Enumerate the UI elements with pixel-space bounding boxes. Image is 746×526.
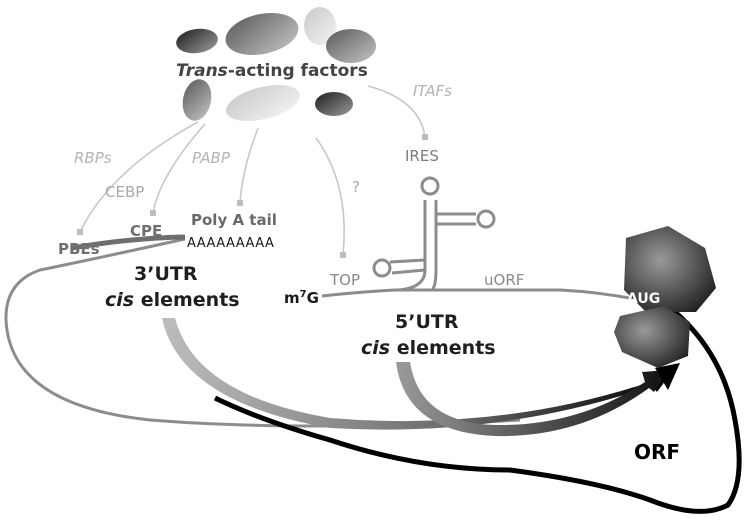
utr5-label-line1: 5’UTR xyxy=(395,311,459,333)
connector-end xyxy=(422,134,428,140)
ires-loop xyxy=(476,209,496,229)
connector-ends xyxy=(77,134,428,258)
ires-arm-right xyxy=(436,212,476,226)
connector-pabp xyxy=(239,127,259,204)
ires-structure xyxy=(372,176,496,292)
ires-loop xyxy=(420,176,440,196)
itafs-label: ITAFs xyxy=(413,82,452,100)
utr3-label-line1: 3’UTR xyxy=(134,263,198,285)
connector-end xyxy=(237,200,243,206)
rbps-label: RBPs xyxy=(74,149,112,167)
connector-itafs xyxy=(367,85,426,138)
cpe-label: CPE xyxy=(130,222,162,240)
arrow-head xyxy=(655,363,680,390)
ires-loop xyxy=(372,258,392,278)
poly-a-tail-label: Poly A tail xyxy=(191,211,277,229)
ires-label: IRES xyxy=(405,147,439,165)
factor-blob xyxy=(176,28,218,54)
connector-end xyxy=(150,210,156,216)
utr3-elements-region xyxy=(71,234,186,251)
aug-label: AUG xyxy=(627,291,660,307)
m7g-cap-label: m7G xyxy=(284,289,319,307)
factor-blob xyxy=(304,7,336,45)
connector-question xyxy=(315,137,345,256)
factor-blob xyxy=(315,92,353,116)
orf-label: ORF xyxy=(634,440,680,464)
connector-end xyxy=(77,229,83,235)
utr5-label-line2: cis elements xyxy=(361,337,496,359)
poly-a-sequence: AAAAAAAAA xyxy=(187,236,274,251)
trans-acting-factors-cluster xyxy=(176,7,376,122)
connector-rbps xyxy=(79,121,199,233)
factor-blob xyxy=(225,84,301,122)
ribosome-small-subunit xyxy=(614,306,690,368)
ribosome xyxy=(614,226,716,368)
cebp-label: CEBP xyxy=(105,183,144,201)
ires-arm-left xyxy=(389,258,426,275)
question-label: ? xyxy=(352,178,360,196)
uorf-label: uORF xyxy=(484,271,524,289)
orf-line xyxy=(213,297,742,514)
ribosome-large-subunit xyxy=(624,226,716,312)
factor-blob xyxy=(326,29,376,63)
connectors xyxy=(79,85,426,256)
mrna-5utr-line xyxy=(321,288,641,302)
factor-blob xyxy=(225,12,299,56)
factor-blob xyxy=(182,79,212,121)
ires-stem xyxy=(397,200,427,292)
ires-stem xyxy=(430,200,438,292)
connector-cebp xyxy=(152,123,206,214)
pabp-label: PABP xyxy=(192,149,231,167)
pbes-label: PBEs xyxy=(58,240,100,258)
top-label: TOP xyxy=(329,271,360,289)
trans-acting-factors-label: Trans-acting factors xyxy=(176,61,368,81)
utr3-label-line2: cis elements xyxy=(105,289,240,311)
connector-end xyxy=(340,252,346,258)
